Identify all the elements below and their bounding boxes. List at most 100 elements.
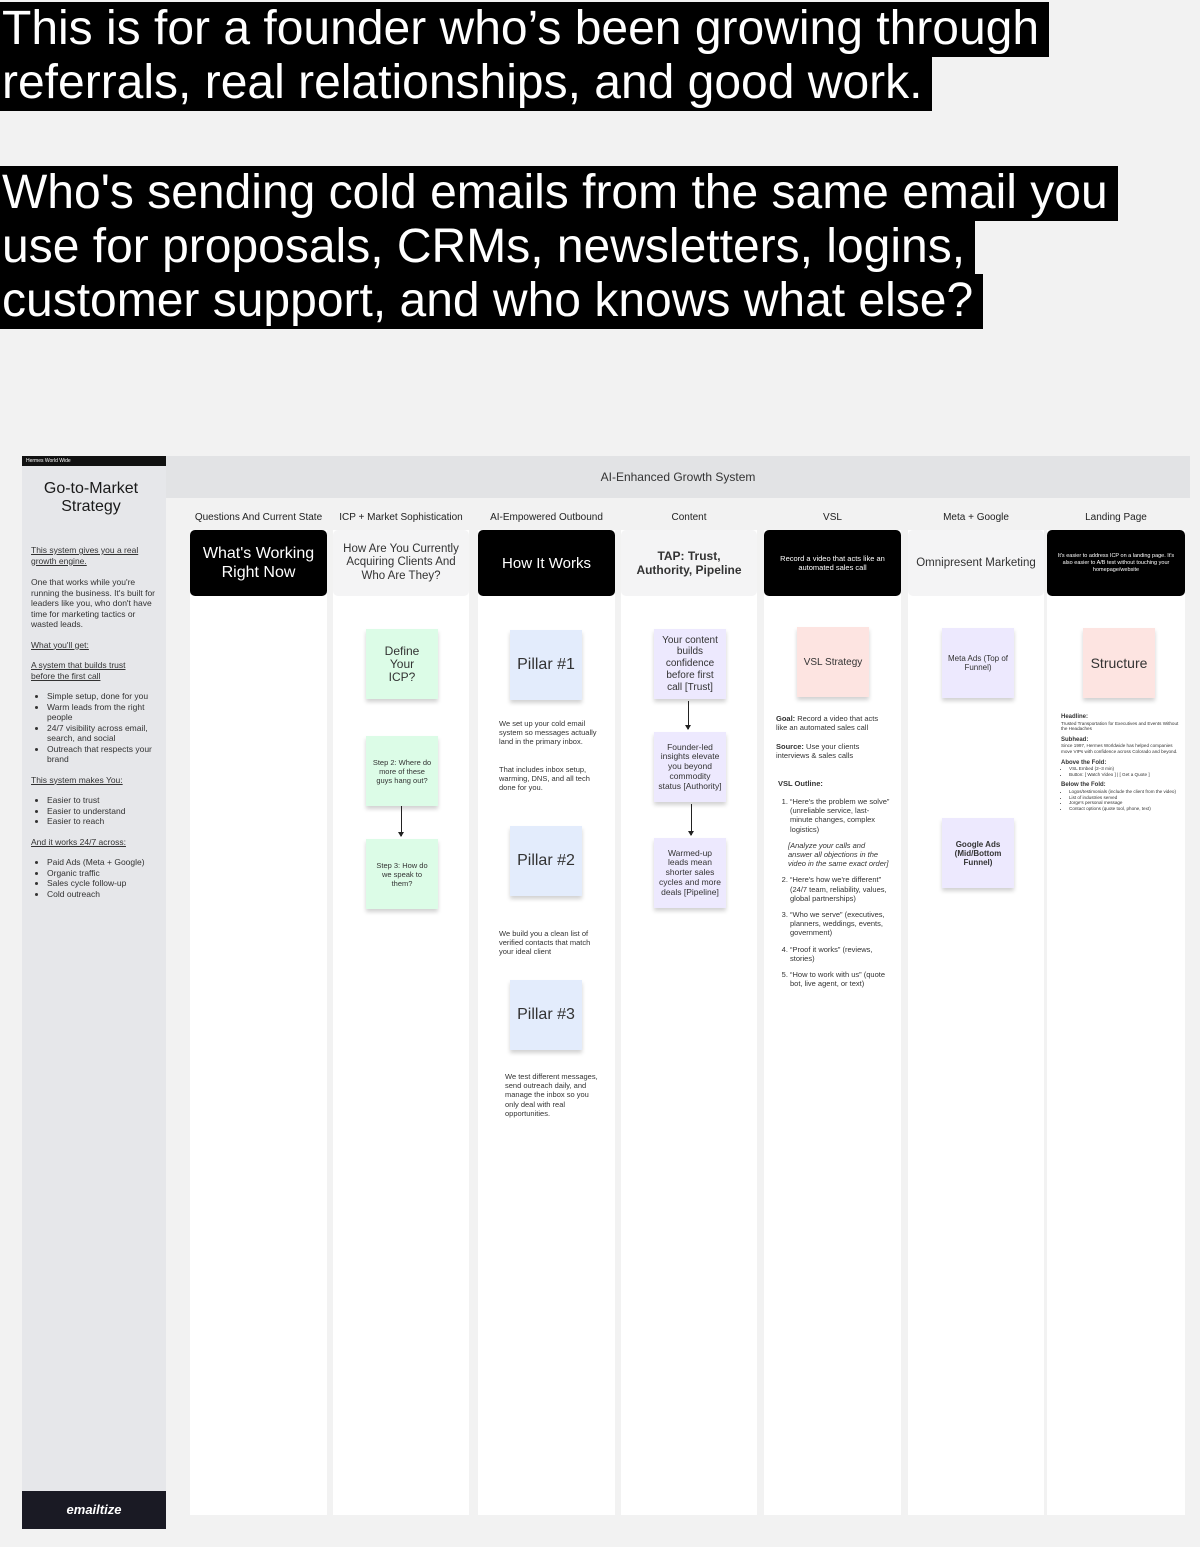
column-title: VSL [823,512,842,523]
vsl-list: “Here's how we're different” (24/7 team,… [776,875,890,988]
list-item: Simple setup, done for you [47,691,157,702]
column-header: How Are You Currently Acquiring Clients … [333,530,469,596]
list-item: Organic traffic [47,868,157,879]
pillar-sticky[interactable]: Pillar #2 [510,826,582,896]
pillar-description: We set up your cold email system so mess… [499,719,597,747]
column-ads: Omnipresent Marketing Meta Ads (Top of F… [908,530,1044,1515]
column-header: It's easier to address ICP on a landing … [1047,530,1185,596]
outline-label: Subhead: [1061,736,1089,743]
sticky-note[interactable]: Google Ads (Mid/Bottom Funnel) [942,818,1014,888]
sticky-note[interactable]: Define Your ICP? [366,629,438,699]
column-title: AI-Empowered Outbound [490,512,603,523]
board-title: AI-Enhanced Growth System [166,456,1190,498]
headline-line: use for proposals, CRMs, newsletters, lo… [0,220,976,275]
list-item: Jorge's personal message [1069,800,1183,806]
sticky-note[interactable]: Your content builds confidence before fi… [654,629,726,699]
outline-label: Below the Fold: [1061,782,1106,789]
sticky-note[interactable]: Meta Ads (Top of Funnel) [942,628,1014,698]
headline-block-2: Who's sending cold emails from the same … [0,166,1118,329]
intro-heading: This system gives you a real growth engi… [31,545,139,566]
list-item: Cold outreach [47,889,157,900]
list-item: Easier to trust [47,795,157,806]
outline-label: Headline: [1061,714,1089,720]
intro-body: One that works while you're running the … [31,577,155,629]
list-item: Outreach that respects your brand [47,744,157,765]
get-list: Simple setup, done for you Warm leads fr… [31,691,157,765]
list-item: Warm leads from the right people [47,702,157,723]
arrow-connector [398,806,404,837]
landing-outline: Headline: Trusted Transportation for Exe… [1061,714,1183,811]
column-vsl: Record a video that acts like an automat… [764,530,901,1515]
arrow-connector [685,701,691,730]
headline-line: Who's sending cold emails from the same … [0,166,1118,221]
list-item: Logos/testimonials (include the client f… [1069,789,1183,795]
headline-block-1: This is for a founder who’s been growing… [0,2,1050,111]
list-item: Easier to understand [47,806,157,817]
list-item: 24/7 visibility across email, search, an… [47,723,157,744]
sidebar-title-line: Strategy [61,498,121,515]
column-header: Record a video that acts like an automat… [764,530,901,596]
column-title: Meta + Google [943,512,1009,523]
column-content: TAP: Trust, Authority, Pipeline Your con… [621,530,757,1515]
outline-list: VSL Embed (2–3 min) Button: [ Watch Vide… [1061,766,1183,777]
list-item: “How to work with us” (quote bot, live a… [790,970,890,988]
vsl-outline: “Here's the problem we solve” (unreliabl… [776,797,890,995]
column-header: What's Working Right Now [190,530,327,596]
makes-heading: This system makes You: [31,774,123,785]
list-item: Easier to reach [47,816,157,827]
pillar-sticky[interactable]: Pillar #3 [510,980,582,1050]
headline-line: referrals, real relationships, and good … [0,56,933,111]
sticky-note[interactable]: Step 2: Where do more of these guys hang… [366,736,438,806]
column-current-state: What's Working Right Now [190,530,327,1515]
sidebar [22,466,166,1491]
sidebar-topbar: Hermes World Wide [22,456,166,466]
vsl-goal: Goal: Record a video that acts like an a… [776,714,888,732]
column-outbound: How It Works Pillar #1 We set up your co… [478,530,615,1515]
pillar-description: We build you a clean list of verified co… [499,929,591,957]
column-title: ICP + Market Sophistication [339,512,463,523]
column-landing-page: It's easier to address ICP on a landing … [1047,530,1185,1515]
list-item: Sales cycle follow-up [47,878,157,889]
headline-line: This is for a founder who’s been growing… [0,2,1050,57]
list-item: Button: [ Watch Video ] | [ Get a Quote … [1069,772,1183,778]
pillar-description: That includes inbox setup, warming, DNS,… [499,765,590,793]
list-item: “Who we serve” (executives, planners, we… [790,910,890,938]
list-item: VSL Embed (2–3 min) [1069,766,1183,772]
column-header: How It Works [478,530,615,596]
vsl-source-label: Source: [776,742,804,751]
brand-logo: emailtize [22,1491,166,1529]
list-item: Contact options (quote tool, phone, text… [1069,806,1183,812]
sticky-note[interactable]: Warmed-up leads mean shorter sales cycle… [654,838,726,908]
sidebar-content: This system gives you a real growth engi… [31,545,157,899]
works-list: Paid Ads (Meta + Google) Organic traffic… [31,857,157,899]
makes-list: Easier to trust Easier to understand Eas… [31,795,157,827]
vsl-note: [Analyze your calls and answer all objec… [788,840,889,869]
pillar-description: We test different messages, send outreac… [505,1072,598,1118]
sticky-note[interactable]: Step 3: How do we speak to them? [366,839,438,909]
sticky-note[interactable]: Founder-led insights elevate you beyond … [654,732,726,802]
get-subheading: A system that builds trust before the fi… [31,660,126,681]
column-icp: How Are You Currently Acquiring Clients … [333,530,469,1515]
list-item: “Proof it works” (reviews, stories) [790,945,890,963]
vsl-list: “Here's the problem we solve” (unreliabl… [776,797,890,834]
vsl-source: Source: Use your clients interviews & sa… [776,742,888,760]
arrow-connector [688,804,694,836]
outline-list: Logos/testimonials (include the client f… [1061,789,1183,811]
vsl-outline-label: VSL Outline: [778,779,823,788]
column-title: Landing Page [1085,512,1147,523]
list-item: List of industries served [1069,795,1183,801]
outline-text: Trusted Transportation for Executives an… [1061,720,1179,732]
vsl-source-text: Use your clients interviews & sales call… [776,742,860,761]
sticky-note[interactable]: VSL Strategy [797,627,869,697]
sidebar-title: Go-to-Market Strategy [28,480,154,516]
list-item: “Here's how we're different” (24/7 team,… [790,875,890,903]
vsl-goal-label: Goal: [776,714,796,723]
pillar-sticky[interactable]: Pillar #1 [510,630,582,700]
sticky-note[interactable]: Structure [1083,628,1155,698]
column-header: Omnipresent Marketing [908,530,1044,596]
outline-text: Since 1997, Hermes Worldwide has helped … [1061,743,1178,754]
column-header: TAP: Trust, Authority, Pipeline [621,530,757,596]
sidebar-title-line: Go-to-Market [43,480,139,497]
column-title: Content [671,512,707,523]
works-heading: And it works 24/7 across: [31,836,126,847]
